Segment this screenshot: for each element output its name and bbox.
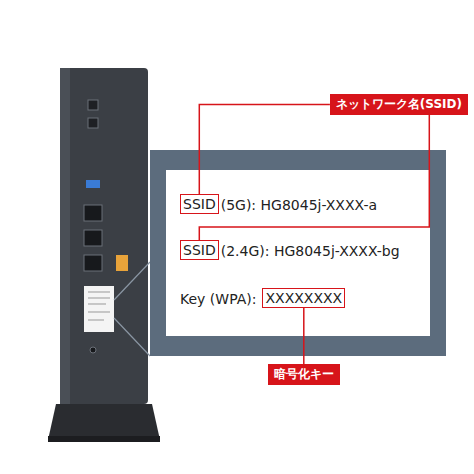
sticker-lines: [88, 292, 110, 320]
button: [88, 100, 98, 110]
leader-connector: [199, 105, 330, 195]
callout-leader: [114, 262, 150, 300]
callout-leader: [114, 318, 150, 356]
node-text: SSID: [183, 242, 216, 258]
node-text: XXXXXXXX: [265, 290, 342, 306]
highlight-box: SSID: [180, 240, 219, 260]
leader-connector: [199, 115, 429, 240]
leader-connector: [303, 308, 305, 364]
label-card: [166, 170, 430, 336]
lan-port: [84, 205, 102, 221]
node-text: 暗号化キー: [274, 367, 334, 381]
power-jack: [90, 347, 96, 353]
label-text: (5G): HG8045j-XXXX-a: [221, 196, 377, 214]
label-sticker: [84, 286, 114, 332]
node-text: SSID: [183, 196, 216, 212]
highlight-box: SSID: [180, 194, 219, 214]
lan-port: [84, 255, 102, 271]
node-text: ネットワーク名(SSID): [336, 97, 462, 111]
wan-port: [116, 255, 128, 271]
label-card: (5G): HG8045j-XXXX-a (2.4G): HG8045j-XXXX…: [166, 170, 430, 336]
router-edge: [60, 68, 70, 404]
label-text: (2.4G): HG8045j-XXXX-bg: [221, 242, 400, 260]
callout-tag: ネットワーク名(SSID): [330, 94, 468, 115]
lan-port: [84, 230, 102, 246]
usb-port: [86, 180, 100, 188]
button: [88, 118, 98, 128]
callout-tag: 暗号化キー: [268, 364, 340, 385]
stand-base: [48, 436, 160, 442]
router-body: [60, 68, 148, 404]
callout-frame: [150, 150, 446, 356]
label-text: Key (WPA):: [180, 290, 256, 308]
highlight-box: XXXXXXXX: [262, 288, 345, 308]
router-stand: [48, 404, 160, 440]
